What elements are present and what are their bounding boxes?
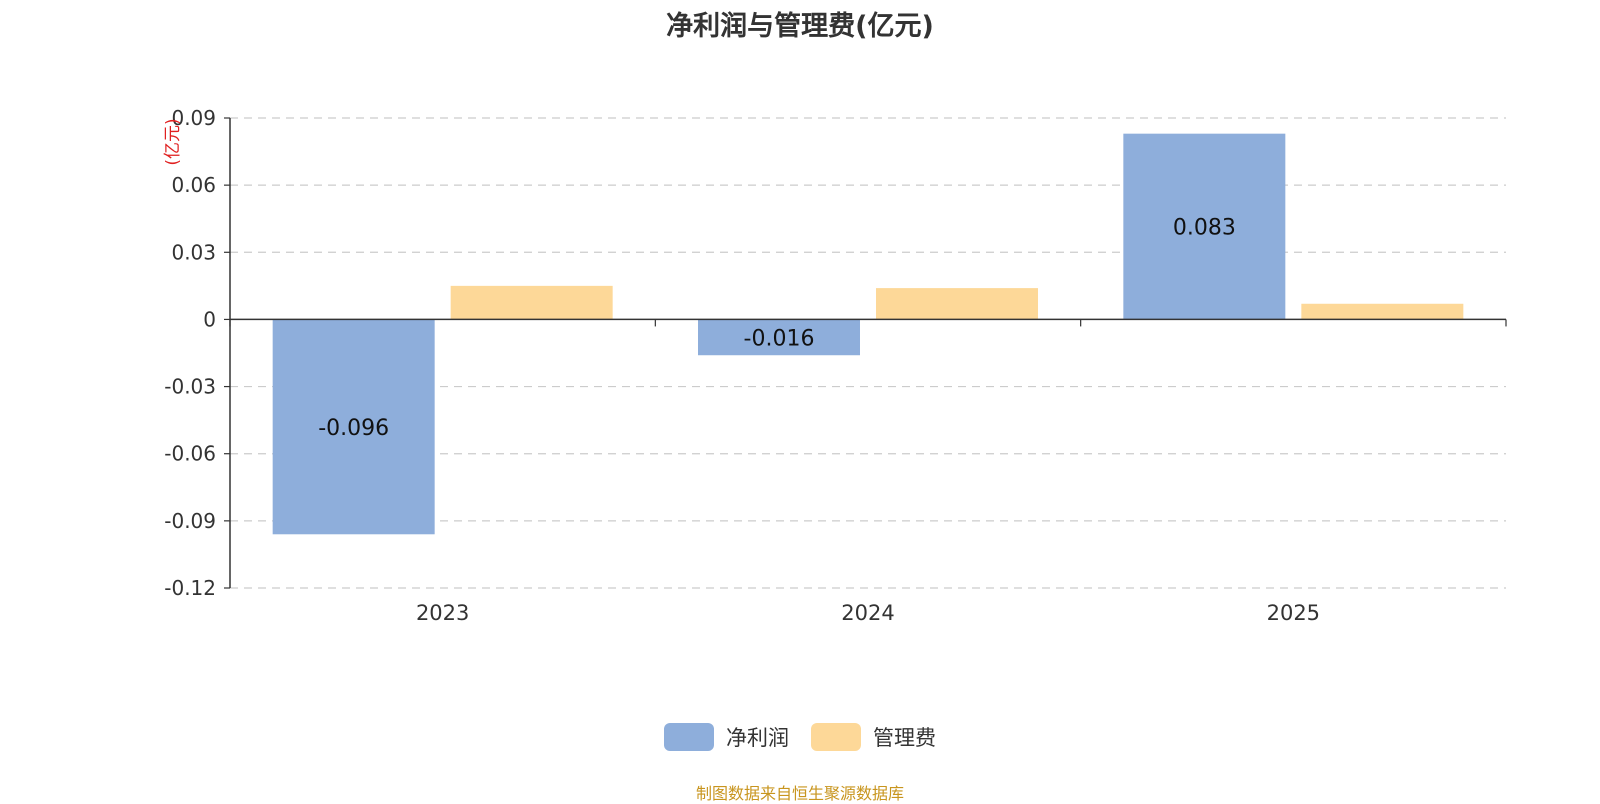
legend-item-net-profit[interactable]: 净利润 — [664, 722, 789, 752]
legend-swatch-net-profit — [664, 723, 714, 751]
legend-item-admin-expense[interactable]: 管理费 — [811, 722, 936, 752]
legend-label-net-profit: 净利润 — [726, 726, 789, 750]
labels: 0.09 0.06 0.03 0 -0.03 -0.06 -0.09 -0.12 (亿元) -0.… — [163, 106, 1320, 625]
y-tick-label: -0.06 — [164, 442, 216, 466]
y-axis-label: (亿元) — [163, 118, 183, 165]
data-label: -0.016 — [744, 326, 815, 351]
data-label: -0.096 — [318, 416, 389, 441]
bar-net-profit-2025 — [1123, 133, 1286, 320]
y-tick-label: -0.12 — [164, 576, 216, 600]
x-tick-label: 2024 — [841, 601, 894, 625]
bar-net-profit-2023 — [272, 319, 435, 535]
y-tick-label: -0.03 — [164, 375, 216, 399]
y-tick-label: 0 — [203, 307, 216, 331]
y-tick-label: 0.03 — [171, 240, 216, 264]
bars — [272, 133, 1464, 535]
bar-net-profit-2024 — [698, 319, 860, 356]
y-tick-label: 0.06 — [171, 173, 216, 197]
legend-swatch-admin-expense — [811, 723, 861, 751]
x-tick-label: 2025 — [1267, 601, 1320, 625]
y-tick-label: 0.09 — [171, 106, 216, 130]
chart-title: 净利润与管理费(亿元) — [666, 11, 934, 42]
data-label: 0.083 — [1173, 216, 1236, 241]
data-source-note: 制图数据来自恒生聚源数据库 — [695, 784, 904, 803]
bar-admin-expense-2025 — [1301, 303, 1464, 320]
legend-label-admin-expense: 管理费 — [873, 726, 936, 750]
x-tick-label: 2023 — [416, 601, 469, 625]
axes — [224, 117, 1507, 589]
legend: 净利润 管理费 — [0, 722, 1600, 752]
y-tick-label: -0.09 — [164, 509, 216, 533]
gridlines — [230, 117, 1506, 589]
bar-admin-expense-2023 — [450, 285, 613, 320]
bar-admin-expense-2024 — [876, 288, 1038, 320]
